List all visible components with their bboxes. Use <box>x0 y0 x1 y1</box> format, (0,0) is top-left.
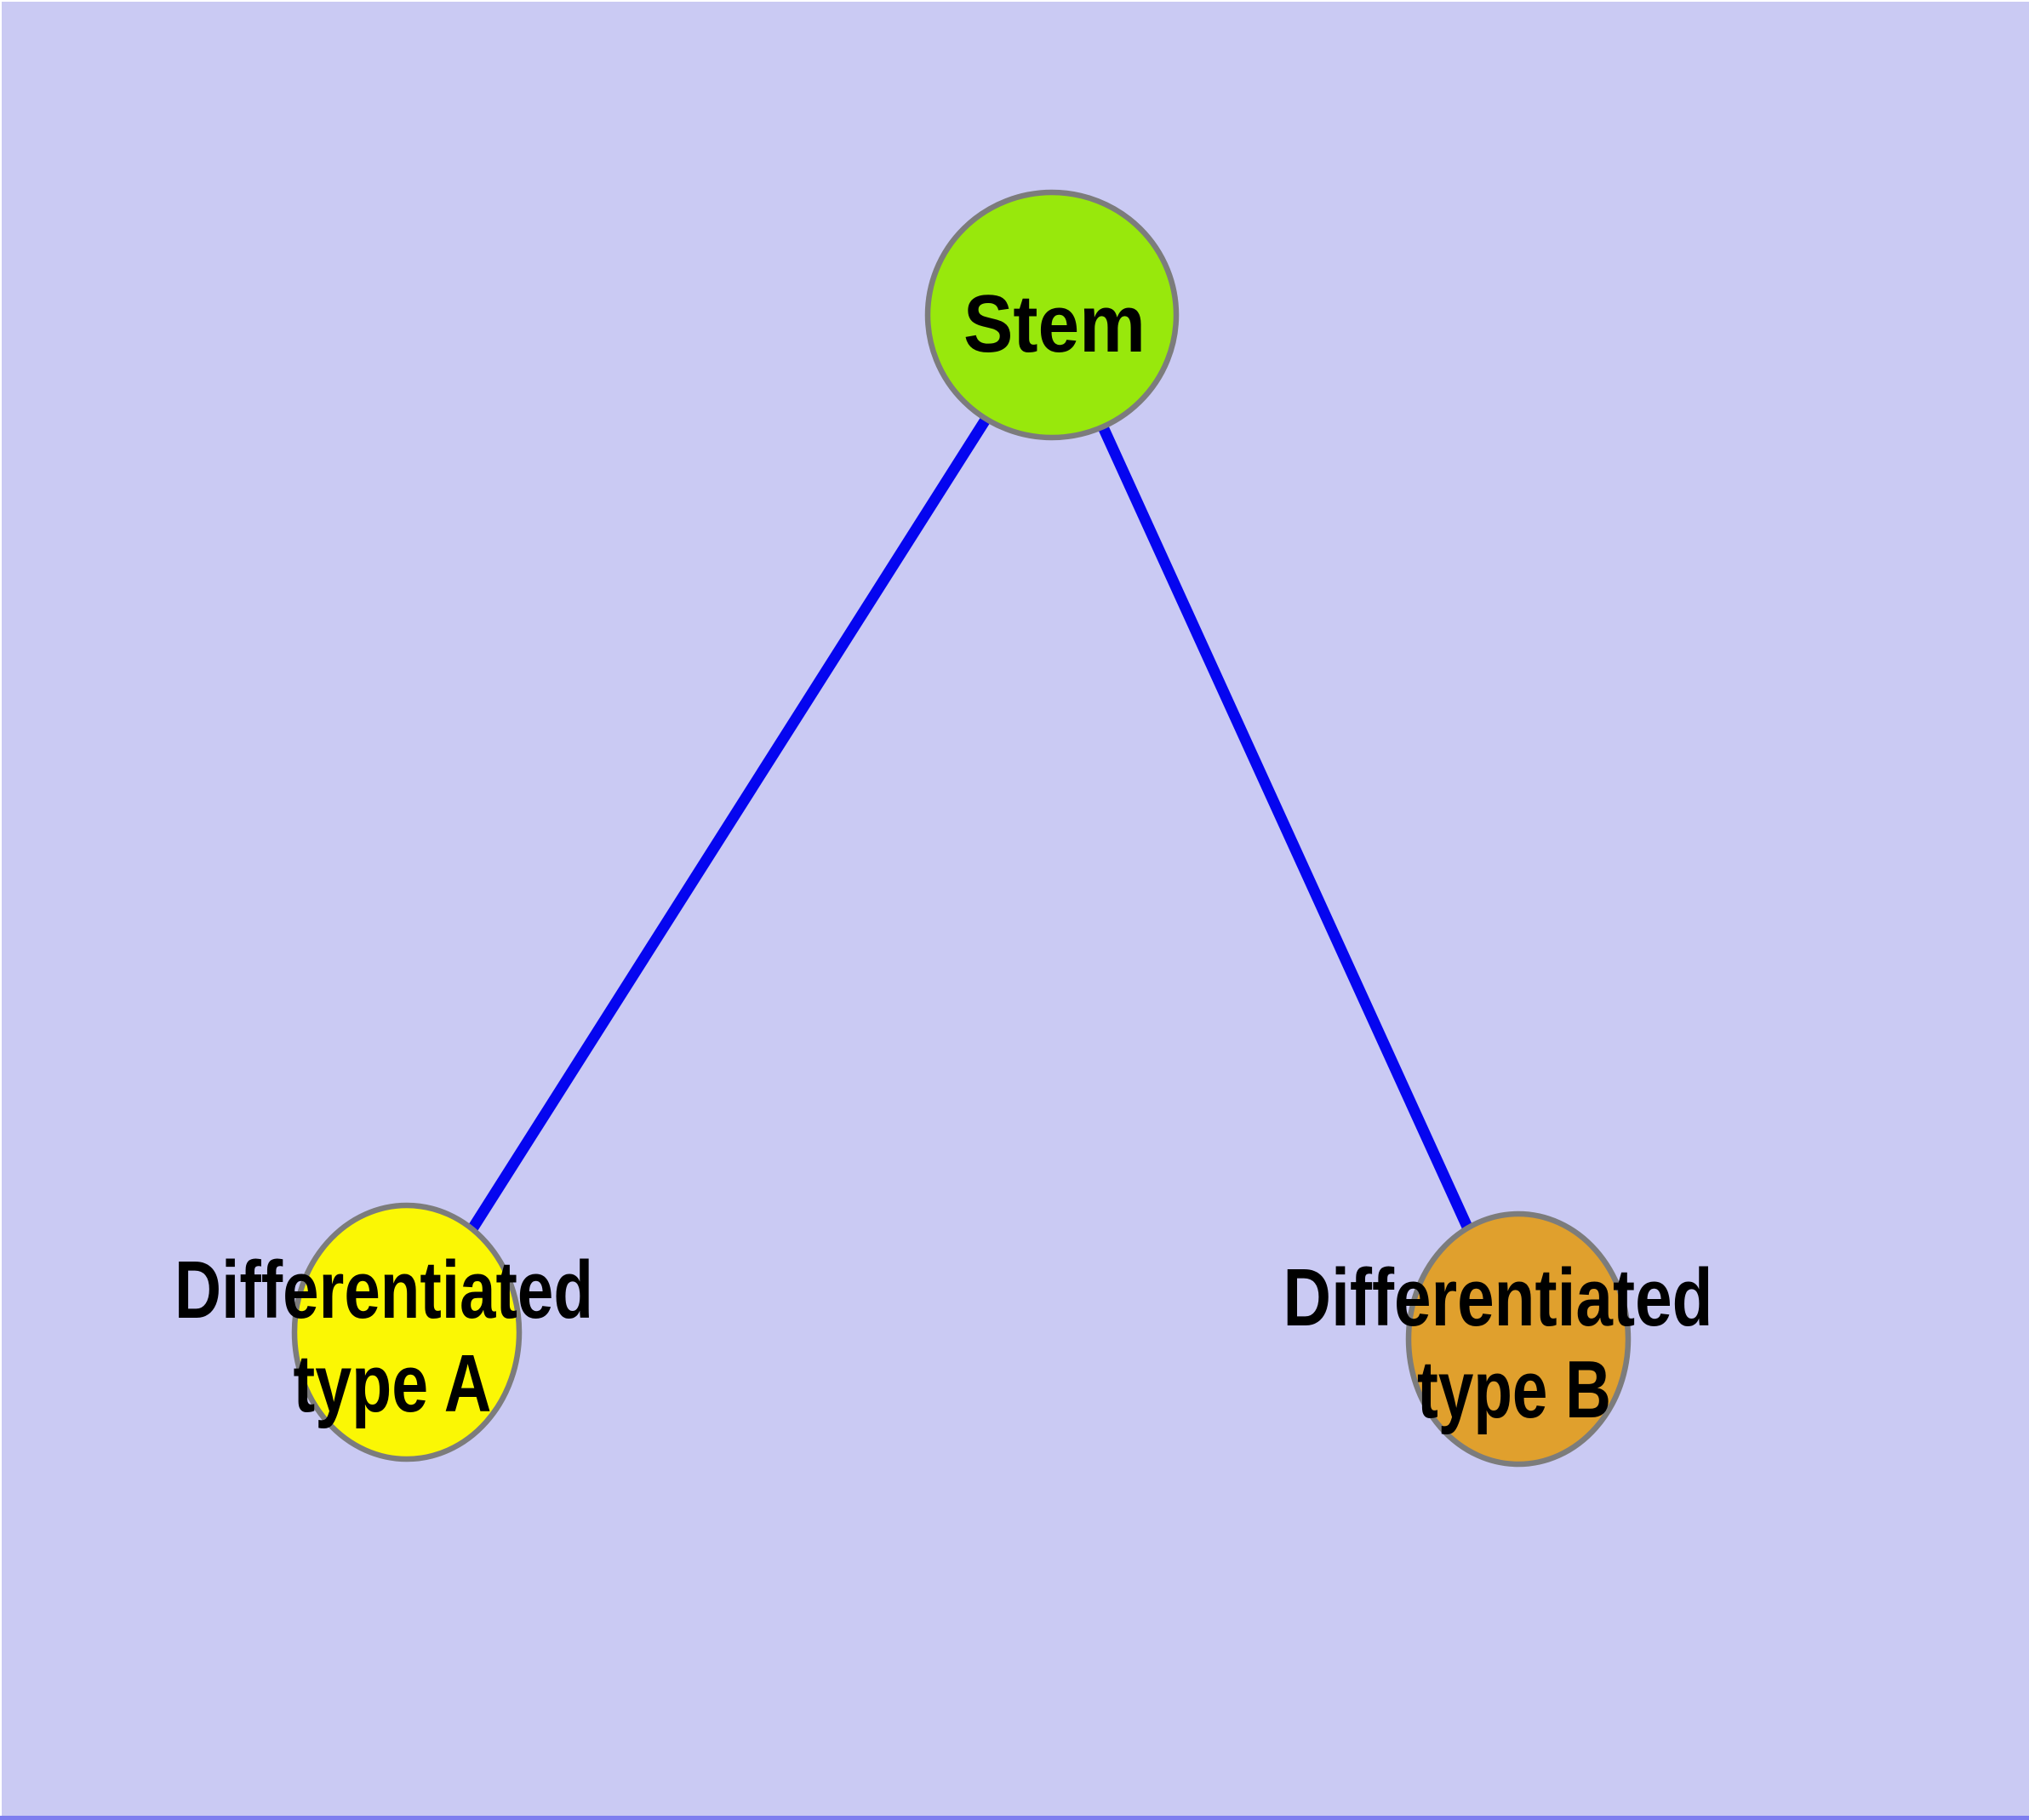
node-differentiated-type-a-label-line1: Differentiated <box>174 1245 593 1336</box>
bottom-edge-strip <box>0 1816 2029 1820</box>
edges <box>402 312 1523 1342</box>
node-differentiated-type-b-label-line1: Differentiated <box>1283 1252 1713 1343</box>
node-differentiated-type-b-label-line2: type B <box>1417 1344 1611 1435</box>
node-stem: Stem <box>924 189 1180 441</box>
node-stem-shape <box>924 189 1180 441</box>
node-differentiated-type-a: Differentiated type A <box>174 1202 593 1462</box>
node-differentiated-type-b-shape <box>1405 1210 1632 1468</box>
node-differentiated-type-a-shape <box>291 1202 523 1462</box>
edge-stem-to-type-a <box>402 312 1057 1336</box>
node-differentiated-type-a-label-line2: type A <box>294 1338 492 1429</box>
node-stem-label: Stem <box>963 278 1146 369</box>
edge-stem-to-type-b <box>1047 312 1523 1342</box>
node-differentiated-type-b: Differentiated type B <box>1283 1210 1713 1468</box>
